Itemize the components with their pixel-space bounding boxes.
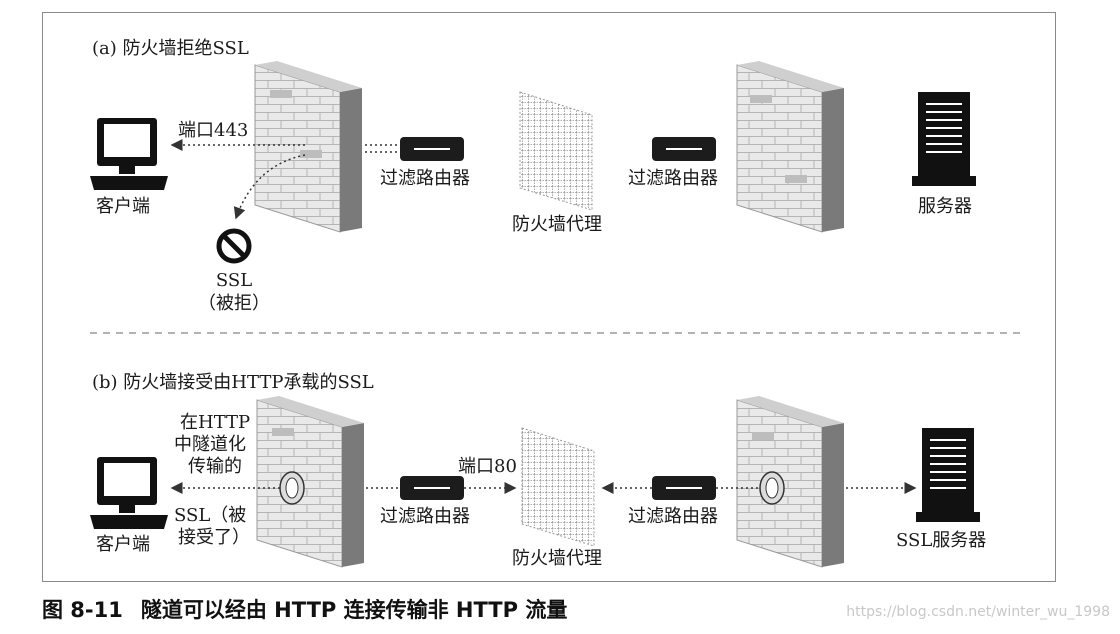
server-icon-b (916, 428, 980, 522)
firewall-wall-right-b (736, 396, 844, 568)
server-label-b: SSL服务器 (896, 530, 987, 551)
ssl-accepted-label-2: 接受了） (178, 527, 250, 548)
proxy-label-b: 防火墙代理 (512, 548, 602, 569)
ssl-rejected-label: SSL (215, 270, 253, 291)
tunnel-label-2: 中隧道化 (174, 434, 246, 455)
prohibited-icon (216, 228, 252, 264)
client-computer-icon-b (90, 457, 168, 529)
port-443-label: 端口443 (178, 120, 249, 141)
server-label-a: 服务器 (918, 196, 972, 217)
tunnel-icon-left (279, 471, 305, 505)
client-computer-icon-a (90, 118, 168, 190)
watermark: https://blog.csdn.net/winter_wu_1998 (846, 604, 1110, 620)
ssl-accepted-label-1: SSL（被 (174, 505, 247, 526)
tunnel-label-1: 在HTTP (180, 412, 251, 433)
router-right-label-b: 过滤路由器 (628, 506, 718, 527)
firewall-wall-left-b (256, 396, 364, 568)
ssl-rejected-label-2: （被拒） (198, 293, 270, 314)
router-left-label-b: 过滤路由器 (380, 506, 470, 527)
panel-a-title: (a) 防火墙拒绝SSL (92, 38, 249, 59)
flow-rejected-a (233, 154, 306, 220)
server-icon-a (912, 92, 976, 186)
figure-number: 图 8-11 (42, 598, 123, 622)
router-left-label-a: 过滤路由器 (380, 168, 470, 189)
client-label-b: 客户端 (96, 534, 150, 555)
firewall-wall-right-a (736, 61, 844, 233)
client-label-a: 客户端 (96, 196, 150, 217)
firewall-wall-left-a (254, 61, 362, 233)
port-80-label: 端口80 (458, 456, 517, 477)
tunnel-label-3: 传输的 (188, 456, 242, 477)
figure-caption-text: 隧道可以经由 HTTP 连接传输非 HTTP 流量 (140, 598, 568, 622)
proxy-wall-a (519, 91, 593, 211)
panel-b-title: (b) 防火墙接受由HTTP承载的SSL (92, 372, 374, 393)
tunnel-icon-right (759, 471, 785, 505)
proxy-wall-b (521, 427, 595, 547)
router-right-label-a: 过滤路由器 (628, 168, 718, 189)
figure-caption: 图 8-11 隧道可以经由 HTTP 连接传输非 HTTP 流量 (42, 594, 585, 624)
proxy-label-a: 防火墙代理 (512, 214, 602, 235)
